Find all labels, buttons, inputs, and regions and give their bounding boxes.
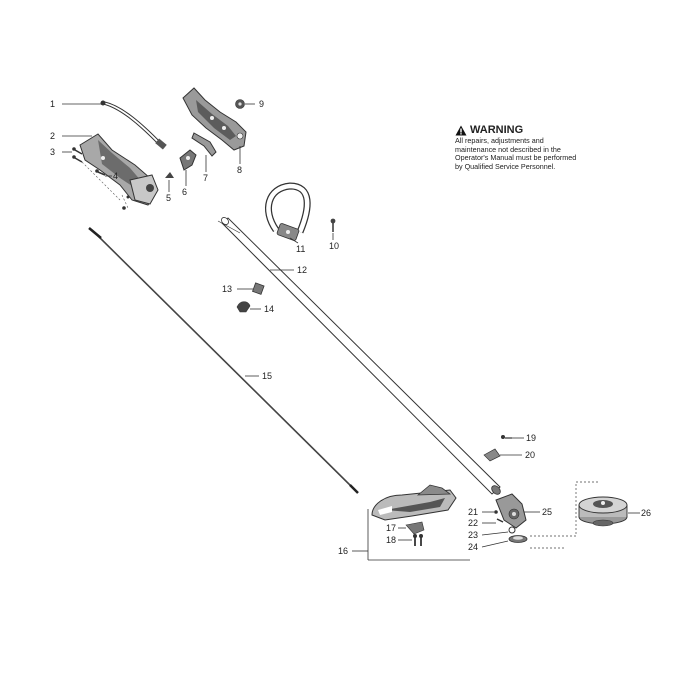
callout-22: 22 (468, 518, 478, 528)
callout-8: 8 (237, 165, 242, 175)
line-cutter-part (405, 521, 425, 535)
callout-24: 24 (468, 542, 478, 552)
callout-1: 1 (50, 99, 55, 109)
screw-part (496, 518, 504, 523)
drive-shaft-part (88, 227, 359, 494)
screw-part (165, 172, 174, 178)
callout-13: 13 (222, 284, 232, 294)
assembly-guide (530, 481, 600, 549)
callout-26: 26 (641, 508, 651, 518)
callout-18: 18 (386, 535, 396, 545)
leader-23 (481, 531, 509, 536)
throttle-cable-part (100, 100, 167, 150)
callout-25: 25 (542, 507, 552, 517)
callout-11: 11 (296, 244, 305, 254)
nut-part (235, 99, 245, 109)
callout-5: 5 (166, 193, 171, 203)
callout-9: 9 (259, 99, 264, 109)
callout-20: 20 (525, 450, 535, 460)
handle-half-part (182, 87, 247, 151)
callout-10: 10 (329, 241, 339, 251)
washer-part (508, 526, 516, 534)
gear-head-part (495, 493, 527, 529)
screw-part (330, 218, 336, 232)
callout-16: 16 (338, 546, 348, 556)
callout-12: 12 (297, 265, 307, 275)
callout-23: 23 (468, 530, 478, 540)
shaft-tube-part (217, 217, 501, 495)
warning-text: All repairs, adjustments and maintenance… (455, 136, 577, 171)
screw-part (72, 147, 83, 163)
screw-part (494, 510, 498, 514)
warning-title: WARNING (470, 124, 524, 136)
callout-3: 3 (50, 147, 55, 157)
screw-part (501, 435, 512, 439)
screw-part (95, 169, 106, 176)
leader-24 (481, 540, 509, 548)
callout-2: 2 (50, 131, 55, 141)
warning-heading: WARNING (455, 124, 585, 136)
screw-part (413, 534, 423, 546)
callout-19: 19 (526, 433, 536, 443)
collar-part (508, 535, 528, 543)
trigger-lock-part (191, 132, 217, 157)
callout-17: 17 (386, 523, 396, 533)
trimmer-head-part (578, 496, 628, 527)
clip-part (236, 301, 251, 313)
callout-14: 14 (264, 304, 274, 314)
callout-15: 15 (262, 371, 272, 381)
warning-notice: WARNING All repairs, adjustments and mai… (455, 124, 585, 171)
clamp-part (483, 448, 501, 462)
loop-handle-part (265, 182, 311, 241)
handle-housing-part (79, 133, 159, 206)
callout-6: 6 (182, 187, 187, 197)
callout-21: 21 (468, 507, 478, 517)
warning-icon (455, 125, 467, 135)
leader-11 (289, 237, 299, 244)
shield-guard-part (371, 484, 457, 521)
clamp-part (252, 282, 265, 295)
throttle-trigger-part (179, 149, 197, 171)
screw-guide (81, 161, 130, 210)
callout-7: 7 (203, 173, 208, 183)
callout-4: 4 (113, 171, 118, 181)
